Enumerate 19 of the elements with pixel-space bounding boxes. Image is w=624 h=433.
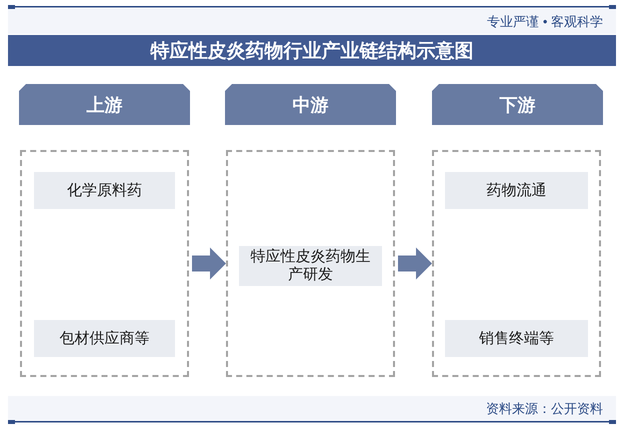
- tagline: 专业严谨 • 客观科学: [487, 12, 603, 30]
- item-label: 药物流通: [486, 182, 546, 200]
- stage-tab: [19, 84, 190, 125]
- dashed-group-frame: [432, 150, 601, 377]
- stage-label: 上游: [86, 94, 122, 116]
- block-arrow: [189, 248, 226, 280]
- diagram-title: 特应性皮炎药物行业产业链结构示意图: [150, 40, 474, 64]
- dashed-group-frame: [226, 150, 395, 377]
- stage-tab: [432, 84, 603, 125]
- stage-label: 下游: [500, 94, 536, 116]
- item-label: 化学原料药: [67, 182, 142, 200]
- stage-label: 中游: [292, 94, 328, 116]
- item-label: 销售终端等: [479, 330, 554, 348]
- stage-tab: [225, 84, 396, 125]
- block-arrow: [395, 248, 432, 280]
- dashed-group-frame: [20, 150, 189, 377]
- item-label: 特应性皮炎药物生产研发: [250, 248, 372, 284]
- source-note: 资料来源：公开资料: [486, 400, 603, 418]
- item-label: 包材供应商等: [60, 330, 150, 348]
